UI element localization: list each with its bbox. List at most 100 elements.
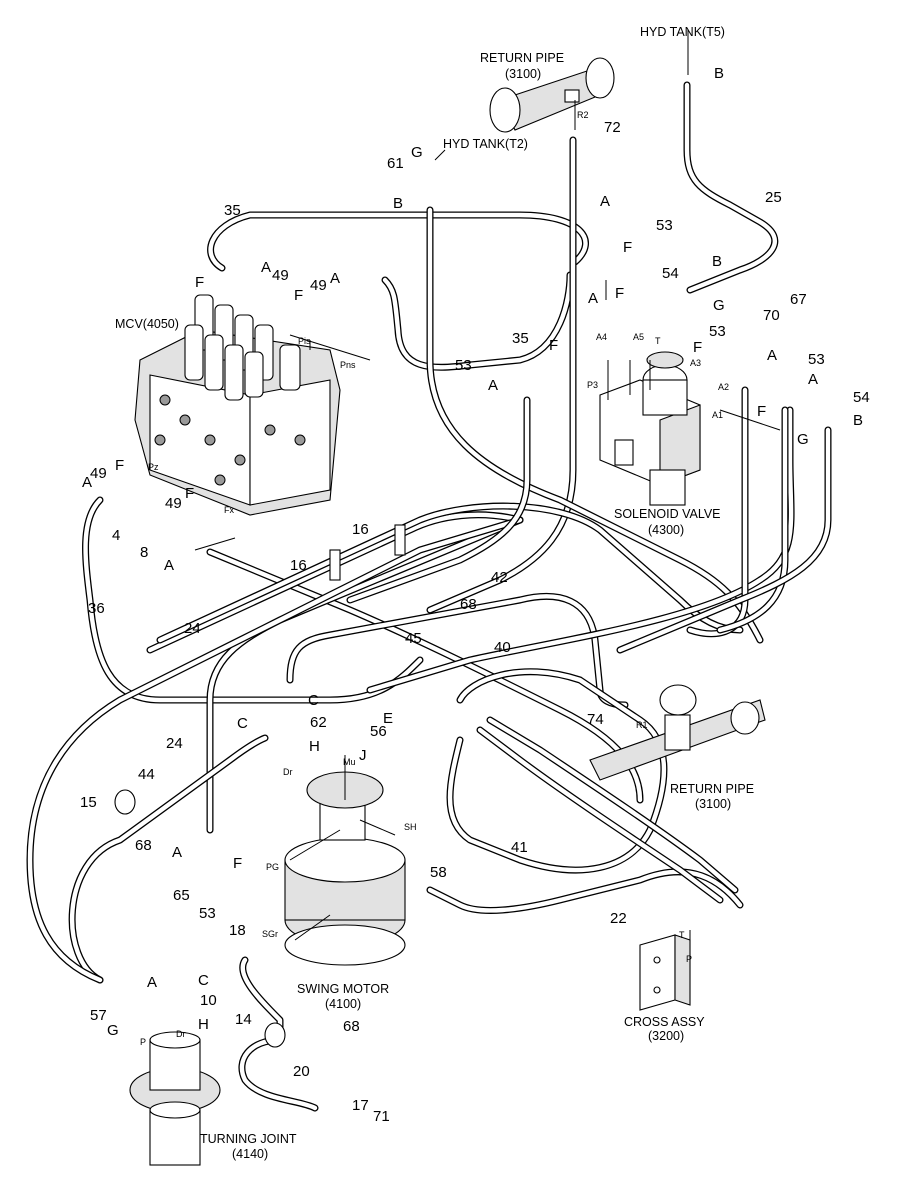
port-letter: A [488, 377, 498, 394]
part-number: 20 [293, 1063, 310, 1080]
port-code: SH [404, 822, 417, 832]
port-letter: A [147, 974, 157, 991]
swing-motor-body [284, 771, 406, 966]
part-number: 70 [763, 307, 780, 324]
port-code: PG [266, 862, 279, 872]
part-number: 72 [604, 119, 621, 136]
leader-lines [194, 30, 781, 960]
port-letter: J [359, 747, 367, 764]
part-number: 57 [90, 1007, 107, 1024]
solenoid-valve-label-2: (4300) [648, 523, 684, 537]
hyd-tank-t5-label: HYD TANK(T5) [640, 25, 725, 39]
turning-joint-label-2: (4140) [232, 1147, 268, 1161]
part-number: 24 [166, 735, 183, 752]
part-number: 65 [173, 887, 190, 904]
cross-assy-block [639, 934, 691, 1011]
turning-joint-body [129, 1031, 221, 1166]
part-number: 54 [853, 389, 870, 406]
part-number: 68 [460, 596, 477, 613]
part-number: 68 [135, 837, 152, 854]
mcv-label: MCV(4050) [115, 317, 179, 331]
port-letter: F [233, 855, 242, 872]
port-letter: A [172, 844, 182, 861]
part-number: 16 [290, 557, 307, 574]
port-code: Pis [298, 336, 311, 346]
port-letter: A [588, 290, 598, 307]
part-number: 10 [200, 992, 217, 1009]
port-code: Dr [283, 767, 293, 777]
part-number: 4 [112, 527, 120, 544]
return-pipe-top [489, 57, 615, 133]
part-number: 53 [709, 323, 726, 340]
port-code: Fx [224, 505, 234, 515]
port-code: A1 [712, 410, 723, 420]
part-number: 15 [80, 794, 97, 811]
port-code-labels: Pis Pns Pz Fx A1 A2 A3 A4 A5 P3 T R1 R2 … [140, 110, 729, 1047]
part-number: 71 [373, 1108, 390, 1125]
part-number: 53 [808, 351, 825, 368]
port-letter: G [107, 1022, 119, 1039]
port-letter: B [853, 412, 863, 429]
part-number: 58 [430, 864, 447, 881]
part-number: 36 [88, 600, 105, 617]
port-letter: F [623, 239, 632, 256]
port-letter: F [115, 457, 124, 474]
port-code: A4 [596, 332, 607, 342]
part-number: 68 [343, 1018, 360, 1035]
port-letter: G [411, 144, 423, 161]
part-number: 56 [370, 723, 387, 740]
port-letter: F [185, 485, 194, 502]
port-code: Dr [176, 1029, 186, 1039]
cross-assy-label-2: (3200) [648, 1029, 684, 1043]
part-number: 49 [165, 495, 182, 512]
port-letter: F [195, 274, 204, 291]
port-letter: C [198, 972, 209, 989]
port-letter: F [615, 285, 624, 302]
part-number: 18 [229, 922, 246, 939]
clamp-parts [114, 524, 406, 1048]
port-letter: A [82, 474, 92, 491]
part-number: 35 [512, 330, 529, 347]
part-number: 67 [790, 291, 807, 308]
return-pipe-right-label-1: RETURN PIPE [670, 782, 754, 796]
solenoid-valve-label-1: SOLENOID VALVE [614, 507, 721, 521]
return-pipe-top-label-2: (3100) [505, 67, 541, 81]
part-number: 53 [656, 217, 673, 234]
part-number: 16 [352, 521, 369, 538]
port-letter: B [393, 195, 403, 212]
part-number: 62 [310, 714, 327, 731]
return-pipe-right-label-2: (3100) [695, 797, 731, 811]
part-number: 49 [310, 277, 327, 294]
port-letter: F [549, 337, 558, 354]
port-code: Mu [343, 757, 356, 767]
part-number: 54 [662, 265, 679, 282]
hyd-tank-t2-label: HYD TANK(T2) [443, 137, 528, 151]
port-letter: A [261, 259, 271, 276]
port-letter: G [797, 431, 809, 448]
port-code: SGr [262, 929, 278, 939]
port-letter: F [294, 287, 303, 304]
return-pipe-top-label-1: RETURN PIPE [480, 51, 564, 65]
turning-joint-label-1: TURNING JOINT [200, 1132, 297, 1146]
port-letter: A [600, 193, 610, 210]
port-letter: F [693, 339, 702, 356]
part-number: 74 [587, 711, 604, 728]
port-letter: H [198, 1016, 209, 1033]
port-code: T [655, 336, 661, 346]
port-code: A3 [690, 358, 701, 368]
port-letter: C [308, 692, 319, 709]
port-letter: F [757, 403, 766, 420]
port-letter: B [712, 253, 722, 270]
port-code: Pz [148, 462, 159, 472]
part-number-callouts: 4 8 10 14 15 16 16 17 18 20 22 24 24 25 … [80, 119, 870, 1125]
part-number: 40 [494, 639, 511, 656]
part-number: 22 [610, 910, 627, 927]
port-code: P [140, 1037, 146, 1047]
mcv-valve-block [134, 294, 371, 516]
hose-group [26, 81, 832, 1112]
part-number: 53 [455, 357, 472, 374]
port-code: P [686, 954, 692, 964]
port-code: Pns [340, 360, 356, 370]
port-code: R2 [577, 110, 589, 120]
port-letter: A [164, 557, 174, 574]
